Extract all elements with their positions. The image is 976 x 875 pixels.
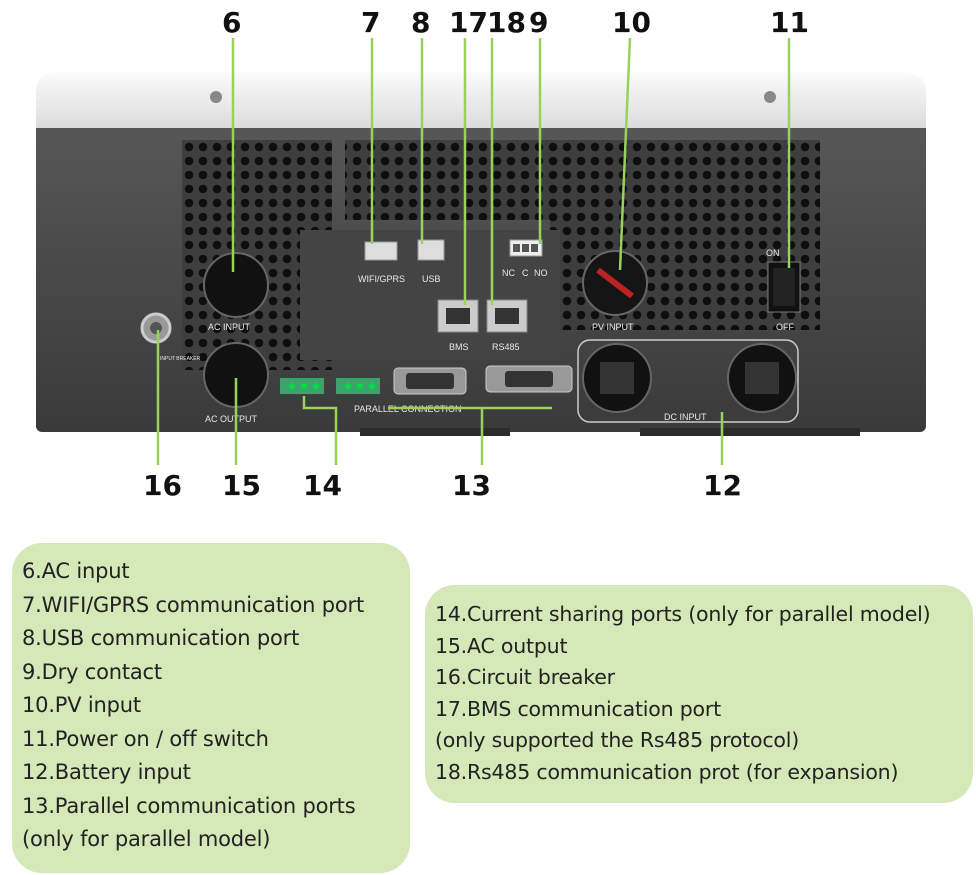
- legend-right: 14.Current sharing ports (only for paral…: [425, 585, 973, 803]
- current-sharing-ports: [280, 378, 380, 394]
- pv-input-label: PV INPUT: [592, 322, 634, 332]
- legend-item: 17.BMS communication port: [435, 696, 721, 721]
- bms-port: BMS: [437, 299, 479, 352]
- wifi-gprs-port: WIFI/GPRS: [358, 241, 405, 284]
- legend-item: 16.Circuit breaker: [435, 665, 615, 689]
- switch-off-label: OFF: [776, 322, 794, 332]
- breaker-label: INPUT BREAKER: [160, 356, 201, 362]
- callout-13: 13: [452, 469, 491, 502]
- callout-7: 7: [361, 6, 380, 39]
- callout-numbers: 6 7 8 17 18 9 10 11 16 15 14 13 12: [143, 6, 809, 502]
- wifi-gprs-label: WIFI/GPRS: [358, 274, 405, 284]
- legend-item: 11.Power on / off switch: [22, 726, 269, 751]
- dry-contact: NC C NO: [502, 239, 548, 278]
- pv-input-connector: PV INPUT: [582, 250, 648, 332]
- callout-16: 16: [143, 469, 182, 502]
- dry-no-label: NO: [534, 268, 548, 278]
- top-cover: [36, 72, 926, 128]
- rs485-label: RS485: [492, 342, 520, 352]
- bms-label: BMS: [449, 342, 469, 352]
- power-switch: ON OFF: [766, 248, 801, 332]
- callout-6: 6: [222, 6, 241, 39]
- callout-18: 18: [487, 6, 526, 39]
- leader-10: [618, 37, 632, 271]
- callout-10: 10: [612, 6, 651, 39]
- cover-screw-left: [210, 91, 222, 103]
- legend-item: 15.AC output: [435, 633, 568, 658]
- callout-14: 14: [303, 469, 342, 502]
- legend-item: (only for parallel model): [22, 827, 271, 851]
- callout-9: 9: [529, 6, 548, 39]
- usb-label: USB: [422, 274, 441, 284]
- legend-item: 8.USB communication port: [22, 626, 300, 650]
- callout-lines: [156, 37, 791, 465]
- callout-11: 11: [770, 6, 809, 39]
- legend-item: (only supported the Rs485 protocol): [435, 728, 800, 752]
- ac-input-connector: AC INPUT: [203, 252, 269, 332]
- legend-item: 9.Dry contact: [22, 659, 162, 684]
- legend-item: 13.Parallel communication ports: [22, 793, 356, 818]
- cover-screw-right: [764, 91, 776, 103]
- callout-8: 8: [411, 6, 430, 39]
- callout-12: 12: [703, 469, 742, 502]
- callout-15: 15: [222, 469, 261, 502]
- legend-item: 10.PV input: [22, 693, 141, 717]
- legend-left: 6.AC input 7.WIFI/GPRS communication por…: [12, 543, 410, 873]
- dc-input-label: DC INPUT: [664, 412, 707, 422]
- dc-input-connectors: DC INPUT: [577, 339, 799, 423]
- switch-on-label: ON: [766, 248, 780, 258]
- callout-17: 17: [449, 6, 488, 39]
- leader-14: [302, 396, 338, 465]
- legend-item: 18.Rs485 communication prot (for expansi…: [435, 759, 899, 784]
- legend-item: 6.AC input: [22, 559, 130, 583]
- legend-item: 14.Current sharing ports (only for paral…: [435, 602, 931, 626]
- ac-output-connector: AC OUTPUT: [203, 342, 269, 424]
- inverter-diagram: AC INPUT AC OUTPUT INPUT BREAKER WIFI/GP…: [36, 6, 926, 502]
- dry-nc-label: NC: [502, 268, 515, 278]
- ac-output-label: AC OUTPUT: [205, 414, 258, 424]
- legend-item: 7.WIFI/GPRS communication port: [22, 592, 364, 617]
- legend-item: 12.Battery input: [22, 760, 191, 784]
- usb-port: USB: [417, 239, 445, 284]
- dry-c-label: C: [522, 268, 529, 278]
- ac-input-label: AC INPUT: [208, 322, 251, 332]
- rs485-port: RS485: [486, 299, 528, 352]
